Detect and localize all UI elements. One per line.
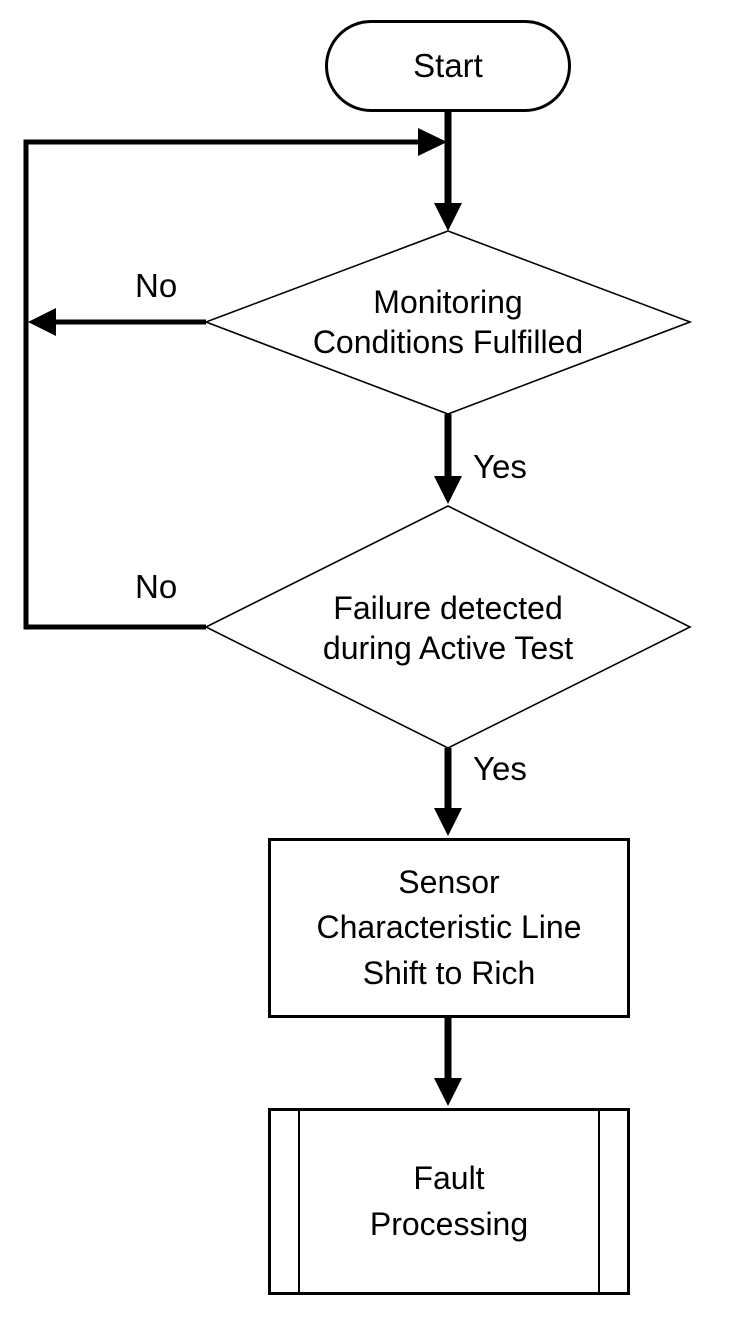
fault-inner-line-right — [598, 1111, 600, 1292]
arrow-failure-yes-head — [434, 808, 462, 836]
process-sensor-node: Sensor Characteristic Line Shift to Rich — [268, 838, 630, 1018]
arrow-sensor-to-fault-head — [434, 1078, 462, 1106]
process-fault-label: Fault Processing — [369, 1160, 529, 1242]
decision-failure-shape — [204, 505, 692, 749]
edge-label-failure-no: No — [135, 568, 178, 605]
edge-label-monitoring-yes: Yes — [473, 448, 527, 485]
edge-label-failure-yes: Yes — [473, 750, 527, 787]
decision-monitoring-shape — [203, 230, 693, 415]
loop-return-line — [23, 139, 419, 630]
fault-inner-line-left — [298, 1111, 300, 1292]
arrow-start-to-monitoring-head — [434, 203, 462, 231]
decision-failure-label: Failure detected during Active Test — [322, 589, 574, 666]
decision-monitoring-label: Monitoring Conditions Fulfilled — [312, 283, 584, 360]
start-label: Start — [413, 47, 483, 84]
loop-return-arrowhead — [418, 128, 447, 156]
start-node: Start — [325, 20, 571, 112]
process-fault-node: Fault Processing — [268, 1108, 630, 1295]
arrow-monitoring-no-head — [28, 308, 56, 336]
edge-label-monitoring-no: No — [135, 267, 178, 304]
arrow-monitoring-yes-head — [434, 476, 462, 504]
